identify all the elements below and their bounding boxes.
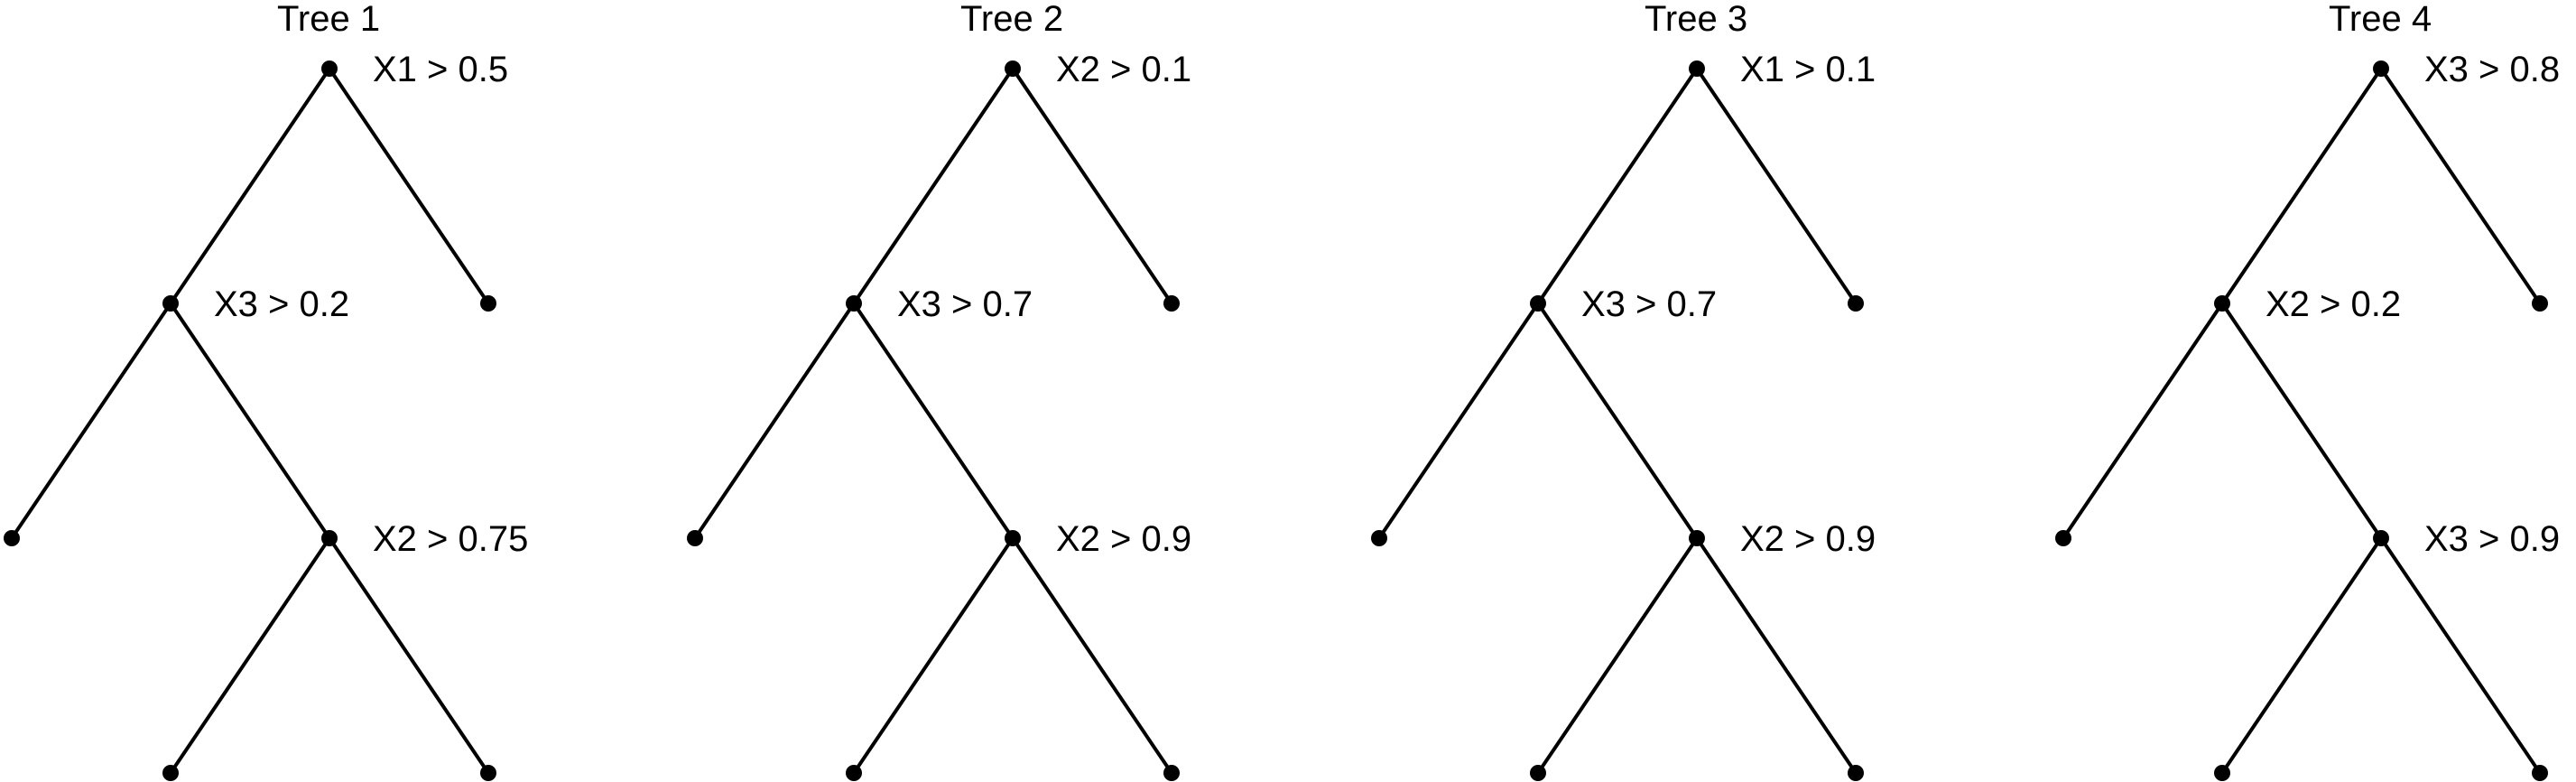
tree-edge <box>1536 67 1699 305</box>
split-node <box>1005 530 1021 546</box>
split-label: X2 > 0.9 <box>1740 519 1876 559</box>
split-label: X2 > 0.9 <box>1056 519 1191 559</box>
leaf-node <box>1848 765 1864 781</box>
tree-edge <box>2379 67 2542 305</box>
tree-edge <box>1695 536 1858 775</box>
leaf-node <box>846 765 862 781</box>
tree-edge <box>2220 67 2383 305</box>
tree-title: Tree 1 <box>277 0 380 39</box>
tree-edge <box>1377 302 1540 540</box>
split-node <box>1689 61 1705 77</box>
split-label: X3 > 0.7 <box>897 284 1033 324</box>
tree-edge <box>852 536 1015 775</box>
tree-edge <box>328 536 490 775</box>
tree-1: X1 > 0.5 X3 > 0.2 X2 > 0.75 Tree 1 <box>4 0 528 781</box>
split-label: X1 > 0.5 <box>373 50 508 89</box>
leaf-node <box>162 765 179 781</box>
split-label: X3 > 0.2 <box>214 284 349 324</box>
tree-4: X3 > 0.8 X2 > 0.2 X3 > 0.9 Tree 4 <box>2055 0 2560 781</box>
tree-title: Tree 2 <box>960 0 1063 39</box>
leaf-node <box>1163 295 1180 312</box>
tree-edge <box>1011 536 1173 775</box>
split-node <box>321 61 338 77</box>
split-node <box>321 530 338 546</box>
leaf-node <box>687 530 703 546</box>
leaf-node <box>1371 530 1387 546</box>
split-node <box>2373 530 2389 546</box>
leaf-node <box>1848 295 1864 312</box>
tree-edge <box>169 67 331 305</box>
leaf-node <box>1163 765 1180 781</box>
tree-edge <box>2062 302 2224 540</box>
split-node <box>1530 295 1546 312</box>
split-node <box>162 295 179 312</box>
split-label: X1 > 0.1 <box>1740 50 1876 89</box>
leaf-node <box>2214 765 2230 781</box>
split-label: X2 > 0.1 <box>1056 50 1191 89</box>
tree-edge <box>10 302 172 540</box>
tree-3: X1 > 0.1 X3 > 0.7 X2 > 0.9 Tree 3 <box>1371 0 1876 781</box>
leaf-node <box>480 295 496 312</box>
tree-edge <box>2379 536 2542 775</box>
tree-edge <box>1536 536 1699 775</box>
split-node <box>846 295 862 312</box>
leaf-node <box>480 765 496 781</box>
tree-edge <box>1011 67 1173 305</box>
split-label: X2 > 0.75 <box>373 519 528 559</box>
tree-title: Tree 4 <box>2329 0 2432 39</box>
split-label: X3 > 0.7 <box>1581 284 1717 324</box>
tree-edge <box>2220 536 2383 775</box>
leaf-node <box>1530 765 1546 781</box>
leaf-node <box>2055 530 2071 546</box>
split-node <box>1005 61 1021 77</box>
split-label: X2 > 0.2 <box>2266 284 2401 324</box>
tree-edge <box>1695 67 1858 305</box>
leaf-node <box>2532 765 2548 781</box>
tree-edge <box>693 302 856 540</box>
tree-edge <box>328 67 490 305</box>
tree-edge <box>169 536 331 775</box>
tree-edge <box>852 302 1015 540</box>
leaf-node <box>4 530 20 546</box>
tree-title: Tree 3 <box>1645 0 1747 39</box>
split-node <box>2373 61 2389 77</box>
tree-edge <box>169 302 331 540</box>
tree-edge <box>2220 302 2383 540</box>
split-label: X3 > 0.8 <box>2424 50 2560 89</box>
tree-edge <box>852 67 1015 305</box>
leaf-node <box>2532 295 2548 312</box>
split-node <box>2214 295 2230 312</box>
split-node <box>1689 530 1705 546</box>
tree-edge <box>1536 302 1699 540</box>
split-label: X3 > 0.9 <box>2424 519 2560 559</box>
tree-2: X2 > 0.1 X3 > 0.7 X2 > 0.9 Tree 2 <box>687 0 1191 781</box>
